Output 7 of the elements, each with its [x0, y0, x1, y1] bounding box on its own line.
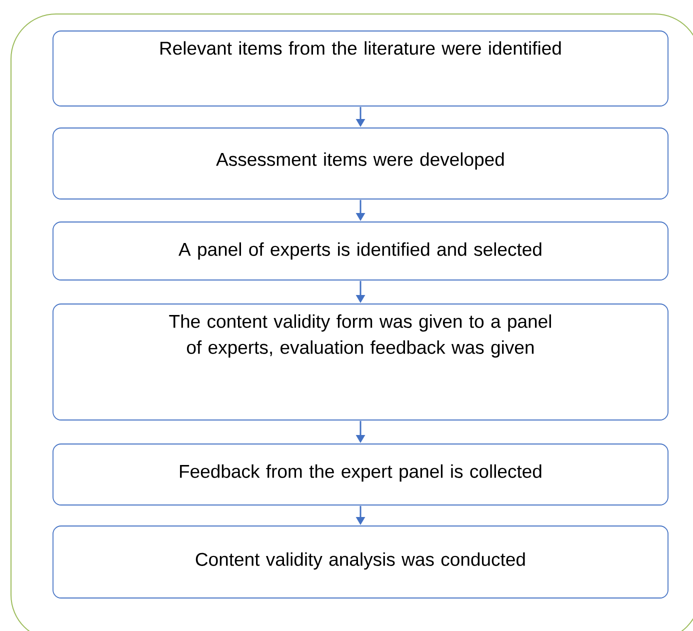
container-frame: [10, 14, 693, 631]
process-box: Assessment items were developed: [52, 128, 668, 200]
process-box: Content validity analysis was conducted: [52, 526, 668, 598]
process-box: Relevant items from the literature were identified: [52, 30, 668, 106]
process-box: The content validity form was given to a panel of experts, evaluation feedback was given: [52, 304, 668, 420]
process-box: A panel of experts is identified and selected: [52, 222, 668, 280]
process-box: Feedback from the expert panel is collected: [52, 444, 668, 506]
